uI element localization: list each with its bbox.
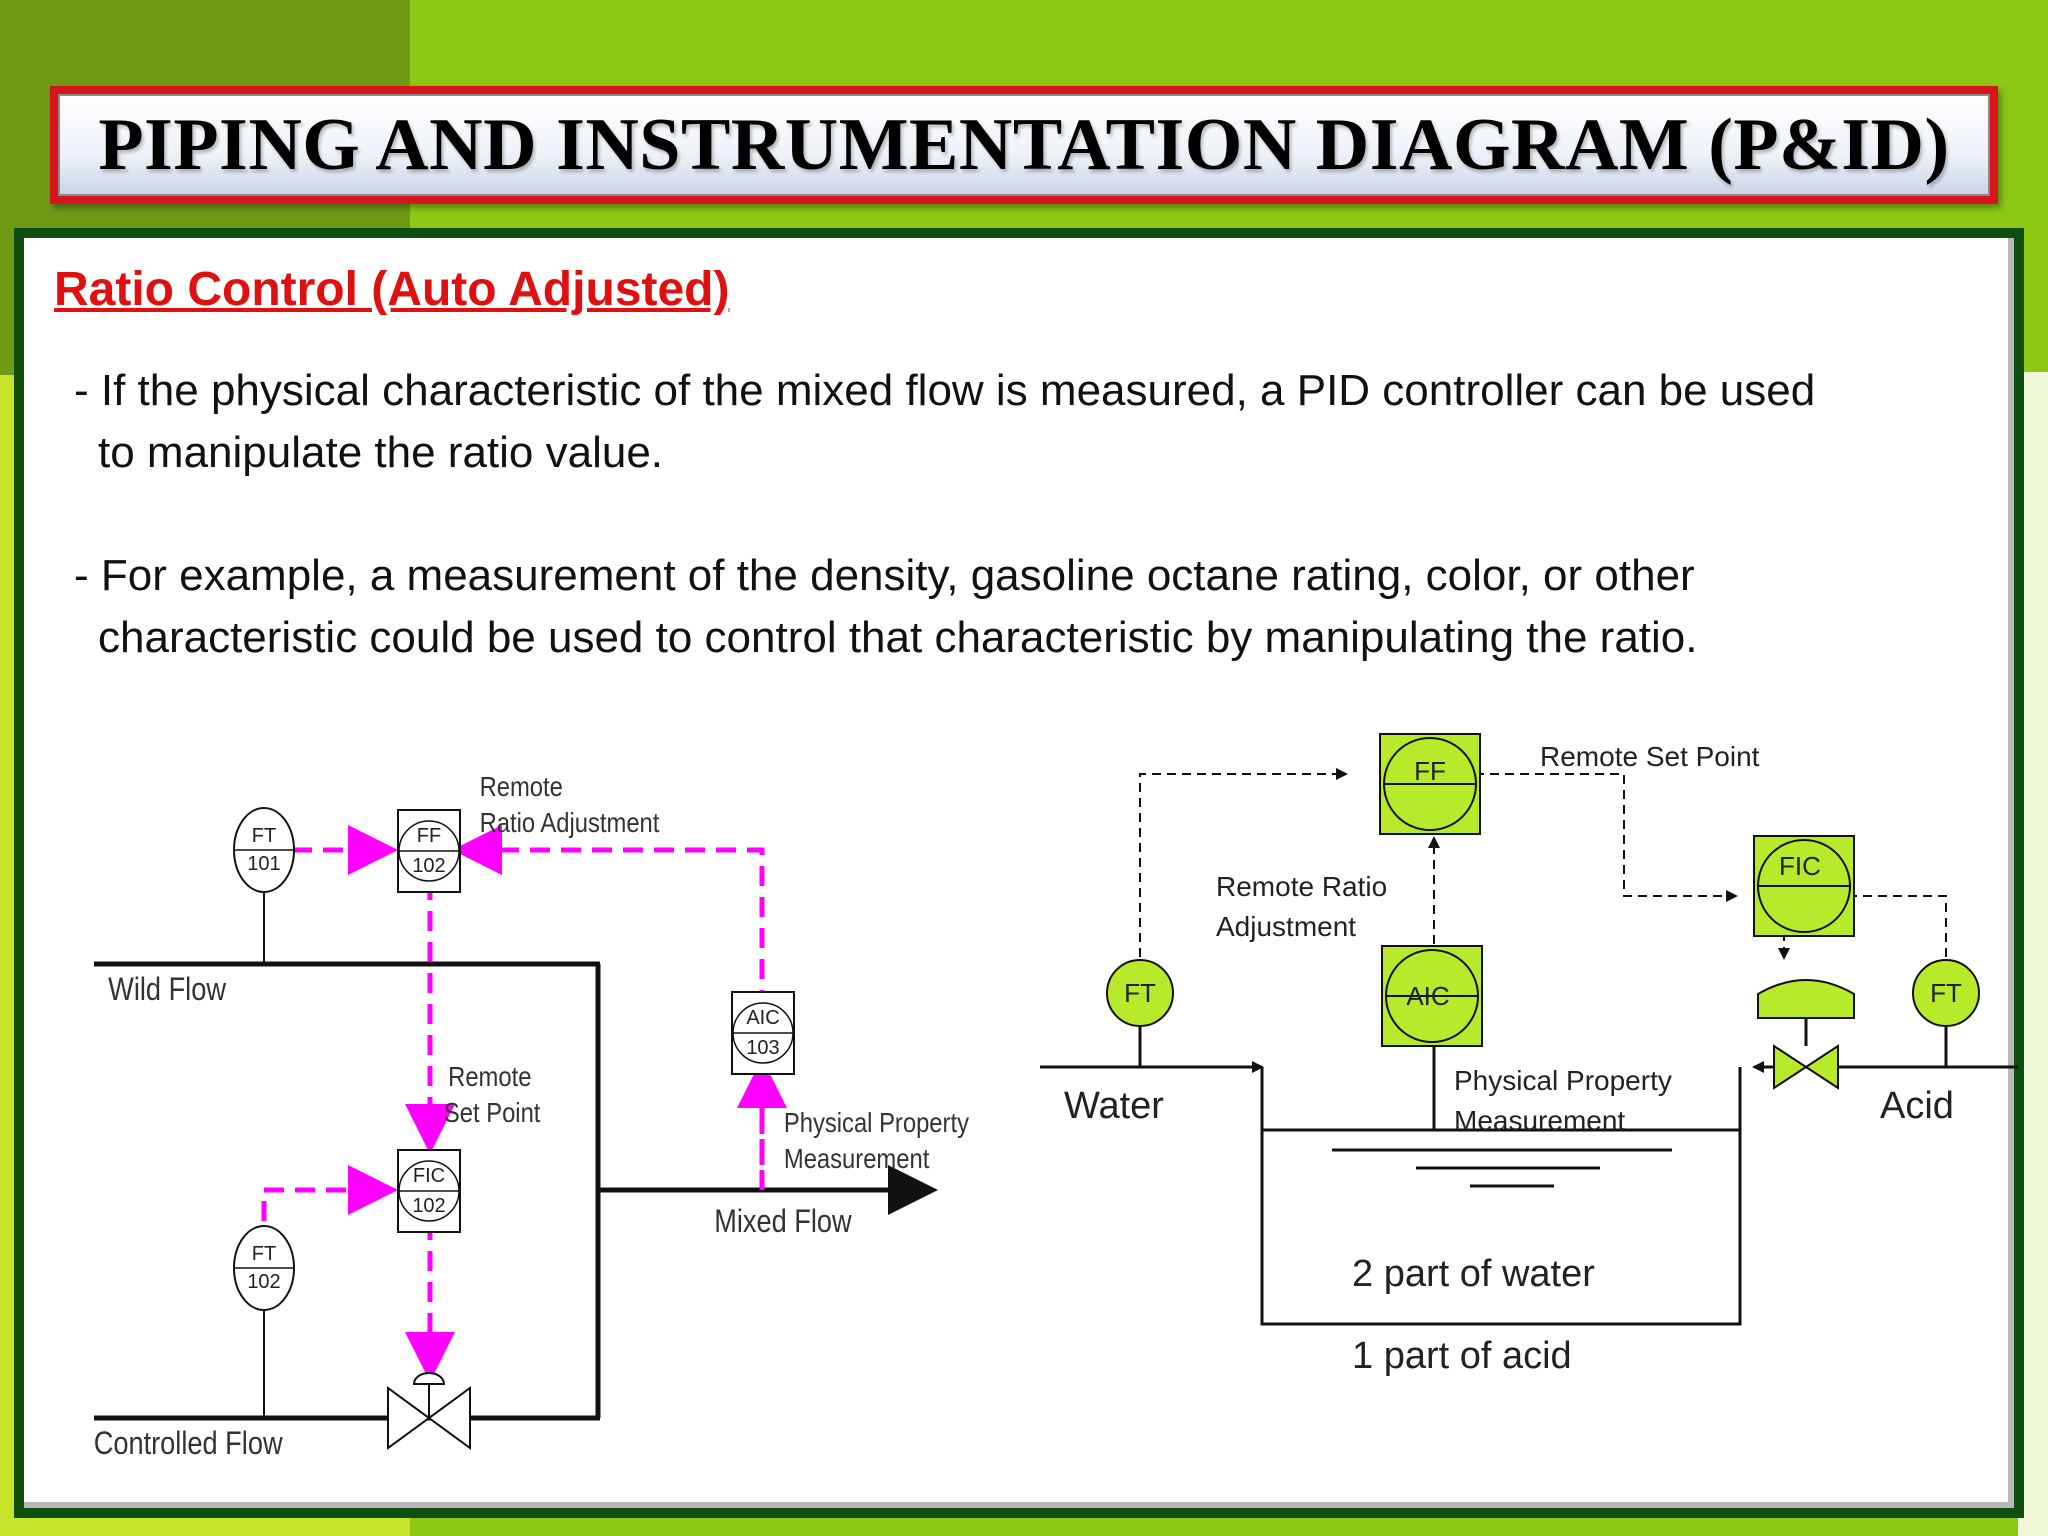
ft101-tag: FT <box>252 825 276 847</box>
content-panel-inner: Ratio Control (Auto Adjusted) - If the p… <box>24 238 2018 1508</box>
left-process-lines <box>94 961 938 1421</box>
acid-label: Acid <box>1880 1085 1954 1127</box>
fic102-tag: FIC <box>413 1165 445 1187</box>
tank-acid-ratio-label: 1 part of acid <box>1352 1335 1572 1377</box>
left-physical-property-label-1: Physical Property <box>784 1106 969 1138</box>
right-ft-right-tag: FT <box>1930 978 1962 1008</box>
right-aic-instrument: AIC <box>1381 945 1483 1047</box>
paragraph-2: - For example, a measurement of the dens… <box>74 545 1698 669</box>
paragraph-2-line-2: characteristic could be used to control … <box>98 613 1698 662</box>
left-physical-property-label-2: Measurement <box>784 1142 930 1174</box>
aic103-instrument: AIC 103 <box>731 991 795 1075</box>
right-physical-property-label-1: Physical Property <box>1454 1065 1672 1096</box>
ft101-instrument: FT 101 <box>233 807 295 893</box>
right-remote-ratio-label-2: Adjustment <box>1216 911 1356 942</box>
left-remote-setpoint-label-2: Set Point <box>444 1096 541 1128</box>
paragraph-1-line-2: to manipulate the ratio value. <box>98 428 664 477</box>
left-remote-ratio-label-1: Remote <box>480 770 563 802</box>
right-ff-tag: FF <box>1414 756 1446 786</box>
left-remote-ratio-label-2: Ratio Adjustment <box>480 806 661 838</box>
slide-title: PIPING AND INSTRUMENTATION DIAGRAM (P&ID… <box>98 103 1950 186</box>
right-physical-property-label-2: Measurement <box>1454 1105 1625 1136</box>
ft101-number: 101 <box>247 853 280 875</box>
ft102-number: 102 <box>247 1271 280 1293</box>
ft102-instrument: FT 102 <box>233 1225 295 1311</box>
right-process-lines <box>1040 1018 2018 1326</box>
right-ft-left-tag: FT <box>1124 978 1156 1008</box>
ff102-tag: FF <box>417 825 441 847</box>
fic102-number: 102 <box>412 1195 445 1217</box>
right-fic-tag: FIC <box>1779 851 1821 881</box>
right-remote-ratio-label-1: Remote Ratio <box>1216 871 1387 902</box>
right-remote-setpoint-label: Remote Set Point <box>1540 741 1760 772</box>
left-pid-diagram: FT 101 FF 102 FIC 102 <box>94 733 2018 1462</box>
paragraph-1-line-1: - If the physical characteristic of the … <box>74 366 1816 415</box>
title-banner: PIPING AND INSTRUMENTATION DIAGRAM (P&ID… <box>50 86 1998 204</box>
right-pid-diagram: FF FIC AIC F <box>1040 733 2018 1377</box>
water-label: Water <box>1064 1085 1164 1127</box>
tank-water-ratio-label: 2 part of water <box>1352 1253 1595 1295</box>
ff102-instrument: FF 102 <box>397 809 461 893</box>
paragraph-2-line-1: - For example, a measurement of the dens… <box>74 551 1695 600</box>
mixed-flow-label: Mixed Flow <box>714 1204 852 1240</box>
aic103-tag: AIC <box>746 1007 779 1029</box>
paragraph-1: - If the physical characteristic of the … <box>74 360 1815 484</box>
ft102-tag: FT <box>252 1243 276 1265</box>
right-ft-right-instrument: FT <box>1912 959 1980 1027</box>
right-fic-instrument: FIC <box>1753 835 1855 937</box>
content-panel: Ratio Control (Auto Adjusted) - If the p… <box>14 228 2024 1518</box>
left-control-valve-icon <box>387 1372 471 1450</box>
title-banner-inner: PIPING AND INSTRUMENTATION DIAGRAM (P&ID… <box>58 94 1990 196</box>
fic102-instrument: FIC 102 <box>397 1149 461 1233</box>
right-control-valve-icon <box>1757 979 1855 1090</box>
wild-flow-label: Wild Flow <box>108 972 226 1008</box>
right-ff-instrument: FF <box>1379 733 1481 835</box>
aic103-number: 103 <box>746 1037 779 1059</box>
section-subtitle: Ratio Control (Auto Adjusted) <box>54 263 730 316</box>
controlled-flow-label: Controlled Flow <box>94 1426 283 1462</box>
right-ft-left-instrument: FT <box>1106 959 1174 1027</box>
ff102-number: 102 <box>412 855 445 877</box>
left-remote-setpoint-label-1: Remote <box>448 1060 531 1092</box>
right-aic-tag: AIC <box>1406 981 1449 1011</box>
